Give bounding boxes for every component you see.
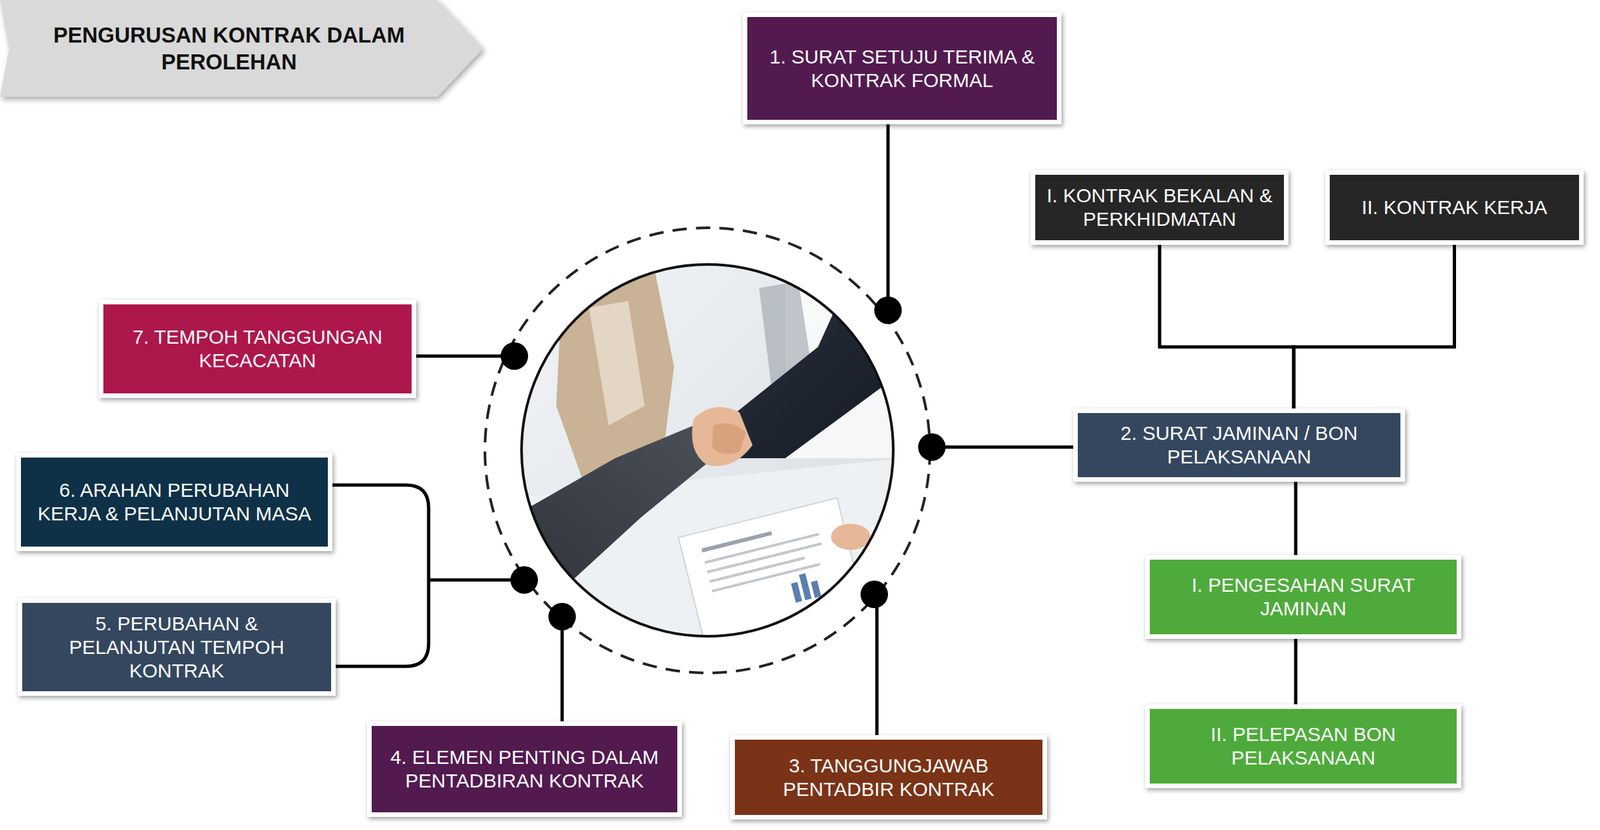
- box-label: 3. TANGGUNGJAWAB PENTADBIR KONTRAK: [744, 753, 1034, 801]
- text-stack: 7. TEMPOH TANGGUNGAN KECACATAN: [112, 325, 403, 373]
- connector-line: [1293, 244, 1455, 409]
- box-label: II. PELEPASAN BON PELAKSANAAN: [1158, 722, 1448, 770]
- text-stack: 5. PERUBAHAN & PELANJUTAN TEMPOH KONTRAK: [31, 611, 322, 683]
- text-stack: 2. SURAT JAMINAN / BON PELAKSANAAN: [1086, 421, 1392, 469]
- text-stack: 3. TANGGUNGJAWAB PENTADBIR KONTRAK: [744, 753, 1034, 801]
- text-stack: II. KONTRAK KERJA: [1361, 195, 1547, 220]
- text-stack: II. PELEPASAN BON PELAKSANAAN: [1158, 722, 1448, 770]
- box-label: 5. PERUBAHAN & PELANJUTAN TEMPOH KONTRAK: [31, 611, 322, 683]
- step-box: I. KONTRAK BEKALAN & PERKHIDMATAN: [1030, 170, 1289, 245]
- box-label: II. KONTRAK KERJA: [1361, 195, 1547, 220]
- dashed-ring: [484, 227, 930, 673]
- connector-line: [1159, 244, 1294, 409]
- step-box: 3. TANGGUNGJAWAB PENTADBIR KONTRAK: [730, 734, 1048, 820]
- title-text: PENGURUSAN KONTRAK DALAM PEROLEHAN: [19, 13, 439, 84]
- box-label: 4. ELEMEN PENTING DALAM PENTADBIRAN KONT…: [380, 745, 669, 793]
- box-label: 2. SURAT JAMINAN / BON PELAKSANAAN: [1086, 421, 1392, 469]
- leader-lines: [332, 124, 1074, 735]
- text-stack: 4. ELEMEN PENTING DALAM PENTADBIRAN KONT…: [380, 745, 669, 793]
- text-stack: I. KONTRAK BEKALAN & PERKHIDMATAN: [1044, 183, 1275, 232]
- box-label: 7. TEMPOH TANGGUNGAN KECACATAN: [112, 325, 403, 373]
- box-label: I. KONTRAK BEKALAN & PERKHIDMATAN: [1044, 183, 1275, 232]
- box-label: 1. SURAT SETUJU TERIMA & KONTRAK FORMAL: [756, 45, 1048, 93]
- ring-dots: [500, 296, 946, 631]
- connector-line: [1294, 638, 1298, 705]
- text-stack: I. PENGESAHAN SURAT JAMINAN: [1158, 573, 1448, 621]
- step-box: I. PENGESAHAN SURAT JAMINAN: [1145, 554, 1462, 639]
- step-box: 4. ELEMEN PENTING DALAM PENTADBIRAN KONT…: [367, 721, 682, 817]
- step-box: 5. PERUBAHAN & PELANJUTAN TEMPOH KONTRAK: [17, 598, 336, 696]
- photo-frame: [521, 264, 894, 637]
- text-stack: 1. SURAT SETUJU TERIMA & KONTRAK FORMAL: [756, 45, 1048, 93]
- step-box: II. KONTRAK KERJA: [1325, 170, 1584, 245]
- step-box: II. PELEPASAN BON PELAKSANAAN: [1145, 704, 1462, 788]
- text-stack: 6. ARAHAN PERUBAHAN KERJA & PELANJUTAN M…: [30, 478, 319, 526]
- step-box: 7. TEMPOH TANGGUNGAN KECACATAN: [98, 299, 417, 398]
- title-banner: [0, 0, 483, 97]
- handshake-photo: [510, 261, 917, 646]
- connector-line: [1294, 481, 1298, 555]
- box-label: 6. ARAHAN PERUBAHAN KERJA & PELANJUTAN M…: [30, 478, 319, 526]
- step-box: 6. ARAHAN PERUBAHAN KERJA & PELANJUTAN M…: [16, 452, 333, 552]
- box-label: I. PENGESAHAN SURAT JAMINAN: [1158, 573, 1448, 621]
- step-box: 2. SURAT JAMINAN / BON PELAKSANAAN: [1073, 408, 1405, 482]
- step-box: 1. SURAT SETUJU TERIMA & KONTRAK FORMAL: [742, 12, 1062, 125]
